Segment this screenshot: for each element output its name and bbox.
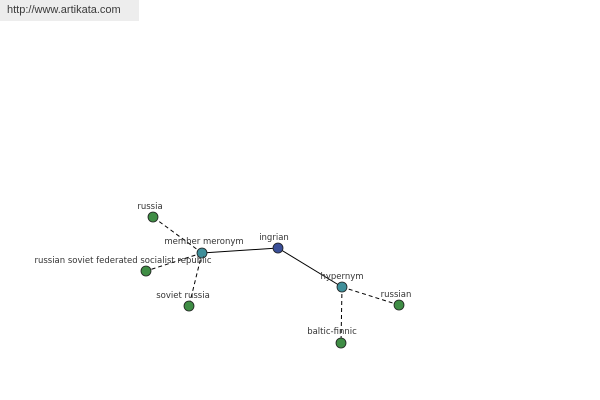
node-hypernym[interactable] bbox=[336, 281, 348, 293]
watermark-url[interactable]: http://www.artikata.com bbox=[0, 0, 139, 21]
labels: ingrian member meronym hypernym russia r… bbox=[34, 202, 411, 337]
edges bbox=[145, 216, 400, 344]
node-member-meronym[interactable] bbox=[196, 247, 208, 259]
node-russia[interactable] bbox=[147, 211, 159, 223]
edge-member-meronym-russia bbox=[152, 216, 203, 254]
label-russia: russia bbox=[137, 202, 162, 212]
label-soviet-russia: soviet russia bbox=[156, 291, 210, 301]
edge-ingrian-hypernym bbox=[277, 247, 343, 288]
edge-member-meronym-soviet-russia bbox=[188, 252, 203, 307]
label-russian: russian bbox=[381, 290, 412, 300]
label-hypernym: hypernym bbox=[320, 272, 363, 282]
node-russian[interactable] bbox=[393, 299, 405, 311]
label-baltic-finnic: baltic-finnic bbox=[307, 327, 357, 337]
edge-ingrian-member-meronym bbox=[201, 247, 279, 254]
label-member-meronym: member meronym bbox=[164, 237, 243, 247]
label-ingrian: ingrian bbox=[259, 233, 289, 243]
node-soviet-russia[interactable] bbox=[183, 300, 195, 312]
node-rsfsr[interactable] bbox=[140, 265, 152, 277]
node-ingrian[interactable] bbox=[272, 242, 284, 254]
edge-hypernym-baltic-finnic bbox=[340, 286, 343, 344]
edge-hypernym-russian bbox=[341, 286, 400, 306]
label-rsfsr: russian soviet federated socialist repub… bbox=[34, 256, 211, 266]
nodes bbox=[140, 211, 405, 349]
edge-member-meronym-rsfsr bbox=[145, 252, 203, 272]
node-baltic-finnic[interactable] bbox=[335, 337, 347, 349]
